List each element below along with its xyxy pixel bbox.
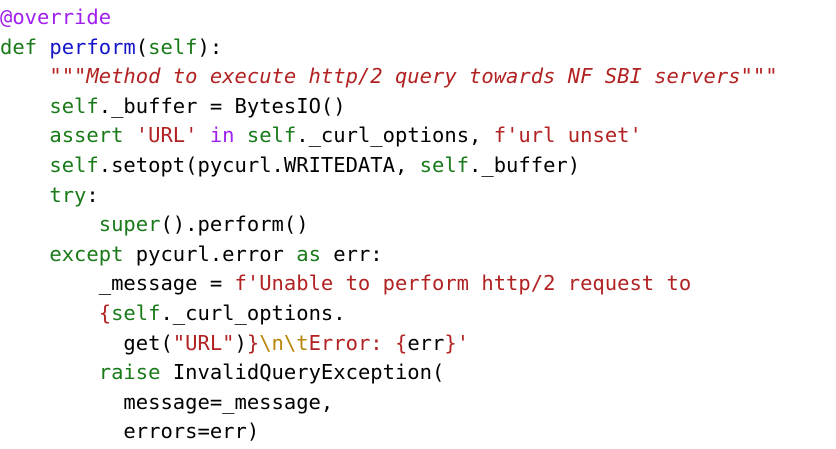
code-token: 'URL' (135, 123, 210, 148)
code-token: _message = (98, 271, 235, 296)
code-line: {self._curl_options. (0, 298, 346, 328)
code-line: except pycurl.error as err: (0, 239, 383, 269)
code-line: raise InvalidQueryException( (0, 357, 445, 387)
code-token: def (0, 34, 50, 59)
code-indent (0, 390, 123, 414)
code-token: assert (49, 123, 136, 148)
code-token: ().perform() (160, 212, 309, 237)
code-token: pycurl.error (135, 241, 297, 266)
code-token: @override (0, 5, 112, 29)
code-token: get( (123, 330, 173, 355)
code-line: _message = f'Unable to perform http/2 re… (0, 268, 691, 298)
code-indent (0, 153, 49, 177)
code-indent (0, 360, 99, 384)
code-line: try: (0, 180, 99, 210)
code-token: in (209, 123, 247, 148)
code-token: ._curl_options, (296, 123, 494, 148)
code-token: err (407, 330, 445, 355)
code-token: ( (135, 34, 149, 59)
code-line: get("URL")}\n\tError: {err}' (0, 328, 469, 358)
code-token: ) (234, 330, 247, 355)
code-token: self (246, 123, 297, 148)
code-line: @override (0, 2, 111, 32)
code-token: err: (333, 241, 383, 266)
code-indent (0, 331, 123, 355)
code-indent (0, 301, 99, 325)
code-token: self (111, 301, 161, 325)
code-token: .setopt(pycurl.WRITEDATA, (98, 153, 420, 177)
code-token: try (49, 182, 87, 207)
code-token: """Method to execute http/2 query toward… (49, 64, 778, 89)
code-token: self (49, 93, 99, 118)
code-indent (0, 123, 49, 147)
code-token: f'Unable to perform http/2 request to (234, 271, 692, 296)
code-token: f'url unset' (493, 123, 642, 148)
code-line: errors=err) (0, 416, 259, 446)
code-line: super().perform() (0, 209, 309, 239)
code-token: ._curl_options. (160, 301, 346, 325)
code-indent (0, 419, 123, 443)
code-token: as (296, 241, 334, 266)
code-indent (0, 94, 49, 118)
code-token: { (98, 301, 112, 325)
code-token: errors=err) (123, 419, 260, 444)
code-line: self.setopt(pycurl.WRITEDATA, self._buff… (0, 150, 580, 180)
code-token: ): (197, 34, 223, 59)
code-token: { (394, 330, 408, 355)
code-token: self (49, 153, 99, 177)
code-token: "URL" (172, 330, 235, 355)
code-indent (0, 271, 99, 295)
code-line: self._buffer = BytesIO() (0, 91, 346, 121)
code-line: assert 'URL' in self._curl_options, f'ur… (0, 120, 642, 150)
code-token: self (148, 34, 198, 59)
code-indent (0, 64, 49, 88)
code-indent (0, 242, 49, 266)
code-line: """Method to execute http/2 query toward… (0, 61, 778, 91)
code-token: Error: (308, 330, 395, 355)
code-token: perform (49, 34, 136, 59)
code-token: }' (444, 330, 470, 355)
code-indent (0, 212, 99, 236)
code-token: except (49, 241, 136, 266)
code-token: super (98, 212, 161, 237)
code-token: ._buffer = BytesIO() (98, 93, 346, 118)
code-token: message=_message, (123, 389, 334, 414)
code-line: message=_message, (0, 387, 333, 417)
code-token: ._buffer) (469, 153, 581, 177)
code-token: } (246, 330, 260, 355)
code-token: raise (98, 360, 173, 385)
code-line: def perform(self): (0, 32, 222, 62)
code-token: InvalidQueryException( (172, 360, 445, 385)
code-indent (0, 183, 49, 207)
code-token: self (419, 153, 470, 177)
code-token: : (86, 182, 99, 207)
code-token: \n\t (259, 330, 309, 355)
